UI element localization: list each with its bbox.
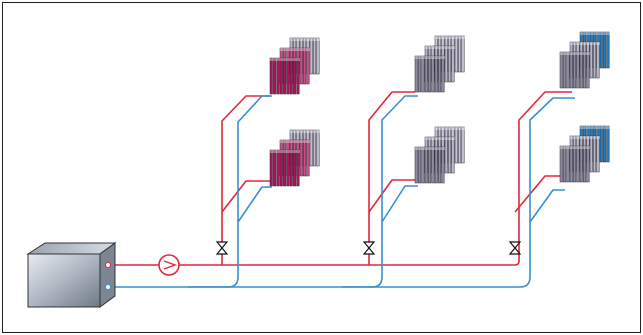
main-supply-pipe [112, 91, 572, 266]
circulation-pump-icon [158, 254, 180, 276]
radiator-panel [269, 57, 300, 95]
riser-return-circuit-3 [529, 189, 565, 223]
boiler-return-port-icon [105, 284, 111, 290]
radiator-panel [559, 145, 590, 183]
radiator-stack-icon [414, 35, 465, 93]
balancing-valve-icon [362, 241, 376, 255]
main-return-pipe [112, 97, 575, 288]
riser-supply-circuit-2 [368, 91, 415, 265]
radiator-stack-icon [414, 126, 465, 184]
supply-pipes [112, 91, 572, 266]
boiler-unit-icon [26, 242, 117, 308]
valves [215, 241, 522, 255]
riser-supply-circuit-3 [514, 175, 563, 213]
boiler-supply-port-icon [105, 262, 111, 268]
radiator-stack-icon [269, 129, 320, 187]
balancing-valve-icon [215, 241, 229, 255]
radiator-panel [414, 146, 445, 184]
radiator-panel [269, 149, 300, 187]
riser-return-circuit-1 [188, 95, 272, 288]
radiator-panel [559, 51, 590, 89]
balancing-valve-icon [508, 241, 522, 255]
radiator-stack-icon [559, 31, 610, 89]
radiator-stack-icon [269, 37, 320, 95]
radiator-stack-icon [559, 125, 610, 183]
riser-return-circuit-2 [342, 95, 418, 288]
riser-supply-circuit-1 [221, 95, 270, 265]
radiator-panel [414, 55, 445, 93]
return-pipes [112, 95, 575, 288]
radiator-stacks [269, 31, 610, 187]
